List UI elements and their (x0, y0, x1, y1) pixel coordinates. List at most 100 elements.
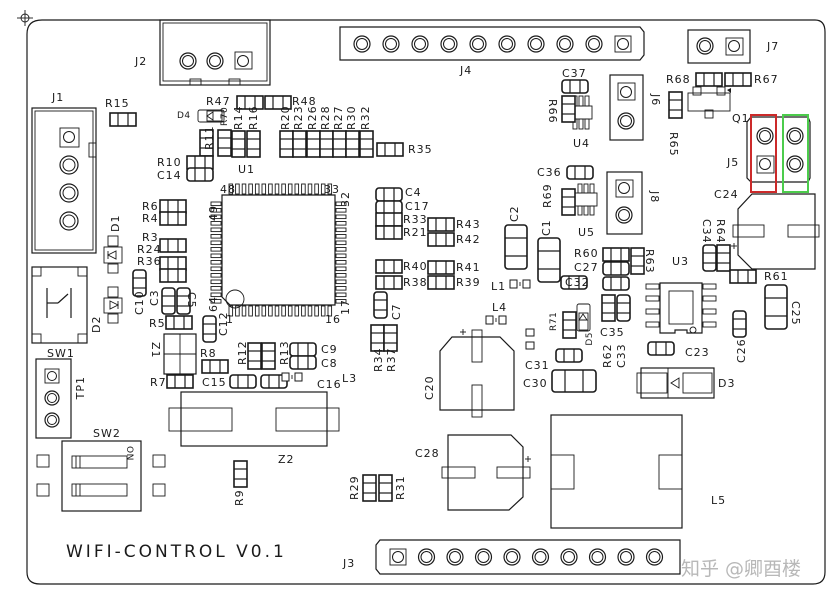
u1-pin (307, 305, 313, 317)
label-r68: R68 (666, 73, 691, 86)
u1-pin-49: 49 (207, 205, 220, 221)
label-c15: C15 (202, 376, 227, 389)
u1-pin (301, 183, 306, 195)
capacitor-c26 (732, 310, 747, 338)
u1-pin-64: 64 (207, 296, 220, 312)
label-r29: R29 (348, 475, 361, 500)
u1-pin (235, 305, 240, 317)
label-r23: R23 (292, 105, 305, 130)
resistor-r65 (668, 91, 683, 119)
capacitor-c4 (375, 187, 403, 202)
diode-d5 (576, 303, 591, 332)
u1-pin (254, 183, 260, 195)
label-r63: R63 (643, 249, 656, 274)
watermark: 知乎 @卿酉楼 (681, 558, 801, 580)
u1-pin (320, 183, 326, 195)
resistor-r47 (236, 95, 264, 110)
resistor-r30 (345, 130, 360, 158)
label-u3: U3 (672, 255, 689, 268)
label-c26: C26 (735, 338, 748, 363)
j4-pin-square (614, 35, 632, 53)
resistor-r63 (630, 247, 645, 275)
capacitor-c37 (561, 79, 589, 94)
u1-pin (287, 183, 293, 195)
board-outline (17, 10, 826, 585)
label-l1: L1 (491, 280, 506, 293)
resistor-r23 (292, 130, 307, 158)
u1-pin (248, 183, 253, 195)
capacitor-c5 (176, 287, 191, 315)
u1-pin (210, 260, 222, 265)
label-c17: C17 (405, 200, 430, 213)
label-r70: R70 (220, 107, 230, 126)
resistor-r21 (375, 225, 403, 240)
capacitor-c23 (647, 341, 675, 356)
u1-pin (335, 227, 347, 233)
label-r65: R65 (667, 132, 680, 157)
u1-pin (335, 253, 347, 259)
label-c3: C3 (148, 289, 161, 306)
label-r32: R32 (359, 105, 372, 130)
crystal-z2 (168, 391, 340, 447)
resistor-r71 (562, 311, 577, 339)
u1-pin (294, 183, 300, 195)
connector-j7 (687, 29, 751, 64)
capacitor-c24 (731, 193, 820, 270)
label-r41: R41 (456, 261, 481, 274)
label-r67: R67 (754, 73, 779, 86)
capacitor-c_u (602, 276, 630, 291)
u1-pin (210, 266, 222, 272)
label-c23: C23 (685, 346, 710, 359)
capacitor-c3 (161, 287, 176, 315)
resistor-r33 (375, 212, 403, 227)
label-z1: Z1 (149, 342, 162, 359)
u1-pin (261, 183, 267, 195)
label-r35: R35 (408, 143, 433, 156)
u1-pin (335, 221, 347, 226)
label-c25: C25 (789, 301, 802, 326)
label-j3: J3 (342, 557, 355, 570)
label-r15: R15 (105, 97, 130, 110)
capacitor-c33 (616, 294, 631, 322)
resistor-r34 (370, 324, 385, 352)
resistor-r27 (332, 130, 347, 158)
u1-pin (274, 183, 280, 195)
label-r61: R61 (764, 270, 789, 283)
u1-pin (210, 253, 222, 259)
ic-u3 (645, 282, 717, 334)
label-c31: C31 (525, 359, 550, 372)
inductor-l1 (509, 279, 531, 289)
resistor-r70 (217, 129, 232, 157)
u1-pin (307, 183, 313, 195)
label-r69: R69 (541, 183, 554, 208)
u1-pin-32: 32 (339, 191, 352, 207)
label-j8: J8 (648, 190, 661, 203)
capacitor-c15b (260, 374, 288, 389)
ic-u5 (573, 183, 598, 216)
switch-sw2 (36, 440, 166, 512)
resistor-r26 (306, 130, 321, 158)
label-r30: R30 (345, 105, 358, 130)
u1-pin (335, 260, 347, 265)
u1-pin (327, 305, 333, 317)
label-c14: C14 (157, 169, 182, 182)
label-c24: C24 (714, 188, 739, 201)
u1-pin (210, 279, 222, 285)
label-r26: R26 (306, 105, 319, 130)
resistor-r3 (159, 238, 187, 253)
label-r33: R33 (403, 213, 428, 226)
resistor-r4 (159, 211, 187, 226)
label-d2: D2 (90, 316, 103, 333)
label-tp1: TP1 (74, 376, 87, 400)
label-c37: C37 (562, 67, 587, 80)
label-q1: Q1 (732, 112, 750, 125)
resistor-r67 (724, 72, 752, 87)
resistor-r20 (279, 130, 294, 158)
label-d5: D5 (585, 332, 595, 346)
u1-pin-48: 48 (220, 183, 236, 196)
label-r10: R10 (157, 156, 182, 169)
label-r60: R60 (574, 247, 599, 260)
u1-pin (335, 279, 347, 285)
label-c5: C5 (185, 292, 198, 309)
